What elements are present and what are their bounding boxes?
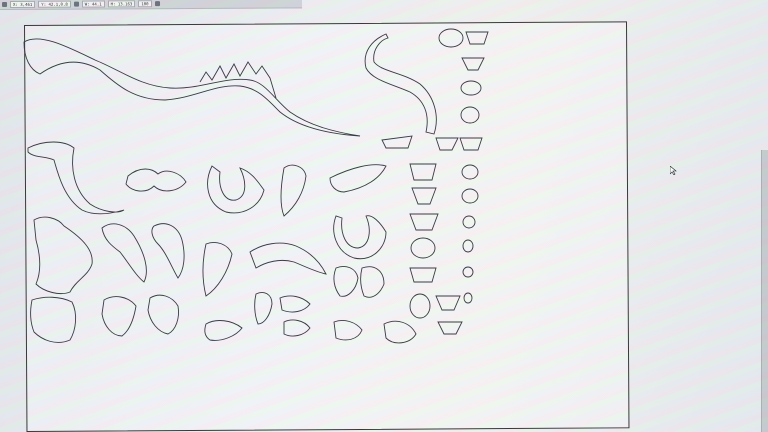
vertebra-7[interactable] — [461, 164, 479, 180]
bone-connector-3[interactable] — [333, 319, 363, 341]
vertebra-5[interactable] — [460, 106, 480, 124]
leg-piece-2[interactable] — [101, 223, 147, 283]
small-claw-1[interactable] — [254, 292, 273, 325]
rib-clip-9[interactable] — [435, 295, 461, 311]
tail-piece[interactable] — [23, 38, 361, 137]
pelvis-piece[interactable] — [125, 168, 187, 192]
rib-clip-6[interactable] — [410, 237, 436, 259]
small-claw-2[interactable] — [279, 295, 311, 313]
skull-piece[interactable] — [329, 164, 387, 193]
vertebra-11[interactable] — [462, 266, 474, 278]
vertebra-3[interactable] — [461, 57, 485, 71]
leg-piece-5[interactable] — [147, 294, 179, 335]
rib-clip-2[interactable] — [435, 137, 459, 151]
rib-clip-3[interactable] — [409, 163, 437, 181]
neck-piece[interactable] — [364, 33, 437, 135]
arm-piece-2[interactable] — [202, 242, 233, 297]
bone-connector-1[interactable] — [204, 320, 243, 341]
spine-ridge[interactable] — [199, 61, 277, 99]
toe-piece-2[interactable] — [360, 266, 385, 298]
arm-piece-1[interactable] — [280, 164, 307, 217]
front-leg-left[interactable] — [33, 216, 93, 295]
rib-clip-10[interactable] — [437, 321, 463, 335]
vertebra-1[interactable] — [438, 28, 464, 48]
vertebra-10[interactable] — [462, 239, 474, 253]
foot-left[interactable] — [30, 296, 77, 343]
rib-u-1[interactable] — [207, 165, 265, 214]
vertebra-12[interactable] — [463, 292, 473, 304]
vertebra-2[interactable] — [465, 31, 489, 45]
rib-u-2[interactable] — [333, 215, 387, 260]
bone-connector-2[interactable] — [283, 319, 311, 337]
leg-piece-4[interactable] — [101, 296, 137, 337]
vertebra-4[interactable] — [460, 80, 482, 96]
bone-connector-4[interactable] — [383, 320, 417, 344]
rib-clip-4[interactable] — [411, 187, 437, 205]
rib-clip-5[interactable] — [409, 213, 439, 231]
rib-clip-7[interactable] — [409, 267, 437, 283]
claw-piece[interactable] — [249, 242, 327, 275]
toe-piece-1[interactable] — [333, 266, 359, 297]
arrow-cursor-icon — [670, 166, 677, 175]
leg-piece-3[interactable] — [151, 223, 185, 279]
vertebra-9[interactable] — [462, 215, 476, 229]
vertebra-6[interactable] — [459, 137, 483, 151]
rib-clip-8[interactable] — [409, 293, 431, 319]
hind-leg-left[interactable] — [27, 141, 125, 215]
vertebra-8[interactable] — [461, 188, 479, 204]
vertical-scrollbar[interactable] — [761, 150, 768, 432]
rib-clip-1[interactable] — [381, 135, 413, 149]
